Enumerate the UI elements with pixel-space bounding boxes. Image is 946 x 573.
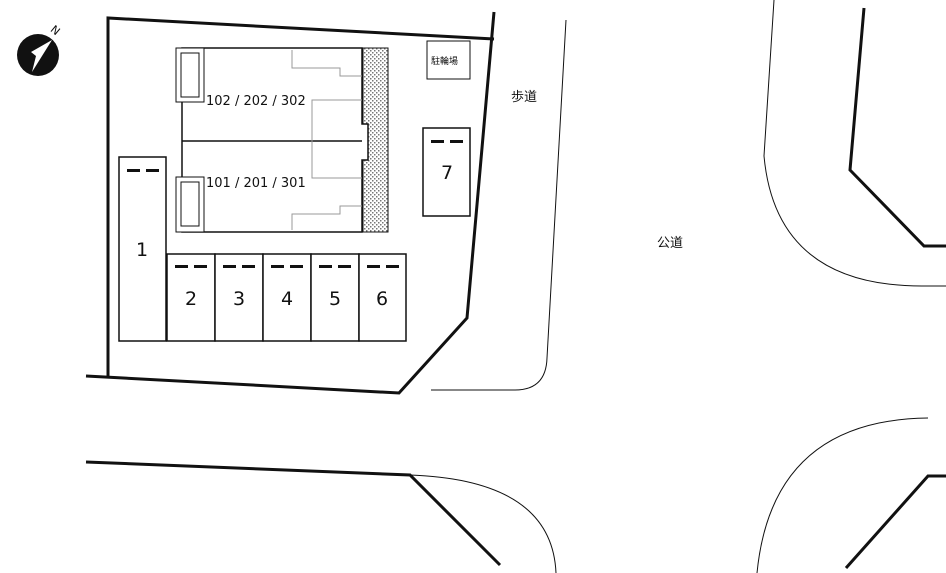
parking-space-5 bbox=[310, 253, 360, 342]
parking-space-3-number: 3 bbox=[232, 288, 246, 310]
bike-parking-box bbox=[426, 40, 471, 80]
road-lines bbox=[85, 0, 946, 573]
parking-space-6 bbox=[358, 253, 407, 342]
parking-space-2-number: 2 bbox=[184, 288, 198, 310]
parking-spaces bbox=[118, 127, 471, 342]
parking-space-5-number: 5 bbox=[328, 288, 342, 310]
parking-space-4 bbox=[262, 253, 312, 342]
property-boundary bbox=[85, 11, 496, 395]
parking-space-1 bbox=[118, 156, 167, 342]
parking-space-4-number: 4 bbox=[280, 288, 294, 310]
parking-space-3 bbox=[214, 253, 264, 342]
parking-space-1-number: 1 bbox=[135, 239, 149, 261]
building-lower-units-label: 101 / 201 / 301 bbox=[206, 176, 306, 191]
building-upper-units-label: 102 / 202 / 302 bbox=[206, 94, 306, 109]
parking-space-7-number: 7 bbox=[440, 162, 454, 184]
sidewalk-label: 歩道 bbox=[511, 90, 538, 105]
parking-space-6-number: 6 bbox=[375, 288, 389, 310]
building bbox=[175, 47, 389, 233]
wheel-stop-marks bbox=[127, 140, 463, 268]
north-arrow-icon bbox=[17, 34, 59, 76]
public-road-label: 公道 bbox=[657, 236, 684, 251]
bike-parking-label: 駐輪場 bbox=[431, 57, 459, 67]
